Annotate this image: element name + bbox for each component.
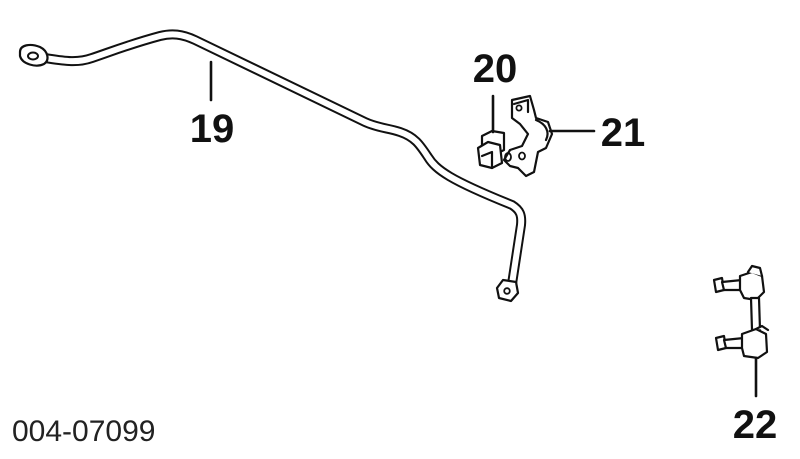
- bar-eye-end: [18, 43, 49, 67]
- bar-bent-end: [495, 278, 520, 303]
- callout-21: 21: [601, 111, 646, 155]
- diagram-code: 004-07099: [12, 415, 155, 448]
- bushing[interactable]: [476, 129, 506, 170]
- stabilizer-link[interactable]: [712, 264, 770, 360]
- callout-20: 20: [473, 47, 518, 91]
- bushing-bracket[interactable]: [502, 94, 554, 178]
- stabilizer-bar[interactable]: [18, 29, 527, 303]
- callout-19: 19: [190, 107, 235, 151]
- callout-22: 22: [733, 403, 778, 447]
